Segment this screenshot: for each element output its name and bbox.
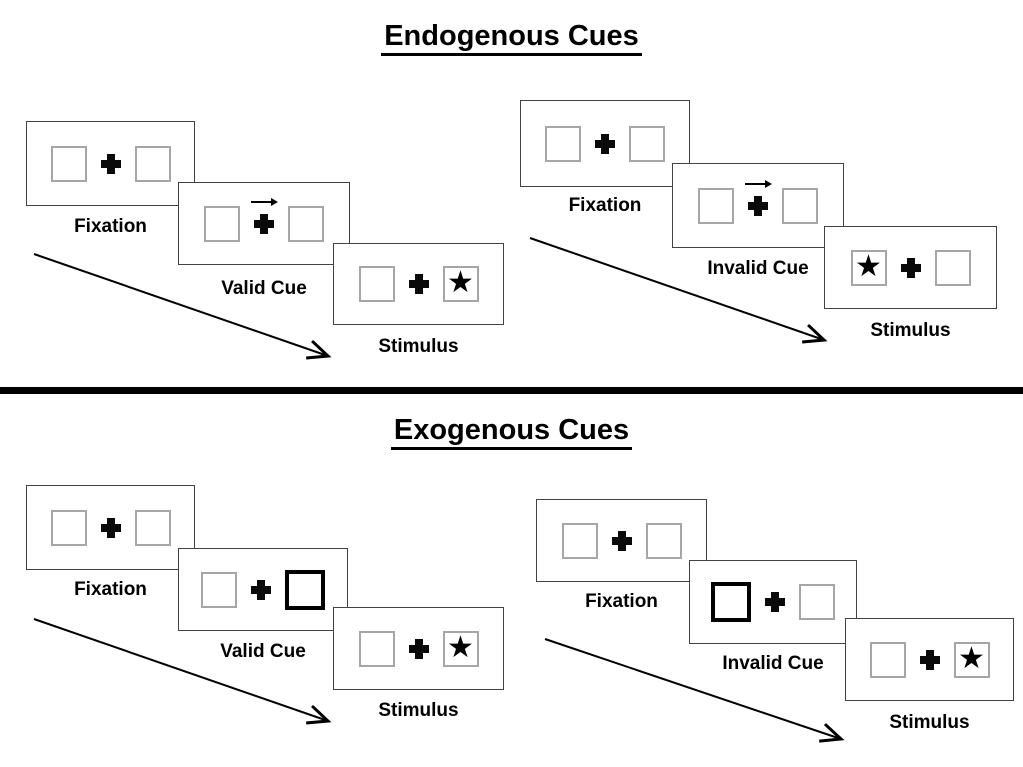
panel-label: Fixation — [585, 591, 658, 612]
placeholder-box-right — [629, 125, 665, 162]
fixation-cross-icon — [408, 274, 429, 294]
fixation-cross-icon — [595, 133, 615, 154]
panel-label: Fixation — [568, 195, 642, 216]
placeholder-box-left — [201, 571, 237, 608]
placeholder-box-left — [545, 125, 581, 162]
fixation-cross-icon — [919, 649, 940, 670]
fixation-panel — [536, 499, 707, 582]
section-divider — [0, 387, 1023, 394]
fixation-cross-icon — [251, 579, 271, 600]
fixation-cross-icon — [745, 179, 772, 216]
placeholder-box-right — [645, 522, 682, 559]
right-arrow-cue-icon — [251, 197, 278, 206]
sequence-arrow — [544, 638, 853, 751]
fixation-cross-icon — [408, 638, 429, 659]
placeholder-box-left — [50, 145, 87, 182]
panel-label: Stimulus — [870, 320, 951, 341]
placeholder-box-right — [134, 509, 171, 546]
invalid-cue-panel — [689, 560, 857, 644]
placeholder-box-left — [869, 641, 906, 678]
section-title-endogenous: Endogenous Cues — [0, 20, 1023, 56]
star-icon: ★ — [447, 629, 474, 665]
panel-label: Stimulus — [378, 700, 459, 721]
sequence-arrow — [529, 237, 836, 350]
fixation-cross-icon — [100, 517, 121, 538]
target-box-right: ★ — [442, 265, 479, 302]
stimulus-panel: ★ — [845, 618, 1014, 701]
invalid-cue-panel — [672, 163, 844, 248]
fixation-cross-icon — [611, 530, 632, 551]
star-icon: ★ — [958, 640, 985, 676]
stimulus-panel: ★ — [333, 607, 504, 690]
placeholder-box-right — [782, 187, 818, 224]
star-icon: ★ — [447, 265, 474, 300]
section-title-exogenous: Exogenous Cues — [0, 414, 1023, 450]
placeholder-box-left — [358, 630, 395, 667]
valid-cue-panel — [178, 548, 348, 631]
highlighted-cue-box-left — [711, 582, 751, 622]
panel-label: Valid Cue — [221, 278, 307, 299]
fixation-panel — [520, 100, 690, 187]
fixation-cross-icon — [251, 197, 278, 234]
placeholder-box-right — [288, 205, 324, 242]
star-icon: ★ — [855, 248, 882, 284]
target-box-left: ★ — [850, 248, 887, 286]
placeholder-box-left — [204, 205, 240, 242]
placeholder-box-left — [561, 522, 598, 559]
target-box-right: ★ — [442, 629, 479, 667]
target-box-right: ★ — [953, 640, 990, 678]
right-arrow-cue-icon — [745, 179, 772, 188]
fixation-panel — [26, 121, 195, 206]
stimulus-panel: ★ — [824, 226, 997, 309]
panel-label: Stimulus — [378, 336, 459, 357]
placeholder-box-left — [698, 187, 734, 224]
panel-label: Stimulus — [889, 712, 970, 733]
placeholder-box-left — [50, 509, 87, 546]
panel-label: Invalid Cue — [722, 653, 824, 674]
valid-cue-panel — [178, 182, 350, 265]
sequence-arrow — [33, 618, 340, 731]
fixation-cross-icon — [765, 592, 785, 612]
placeholder-box-left — [358, 266, 395, 302]
panel-label: Invalid Cue — [707, 258, 809, 279]
highlighted-cue-box-right — [285, 569, 325, 610]
stimulus-panel: ★ — [333, 243, 504, 325]
panel-label: Fixation — [74, 216, 147, 237]
fixation-cross-icon — [100, 153, 121, 174]
placeholder-box-right — [134, 145, 171, 182]
fixation-panel — [26, 485, 195, 570]
placeholder-box-right — [799, 584, 835, 620]
panel-label: Valid Cue — [220, 641, 306, 662]
panel-label: Fixation — [74, 579, 147, 600]
fixation-cross-icon — [900, 257, 921, 278]
placeholder-box-right — [934, 249, 971, 286]
sequence-arrow — [33, 253, 340, 366]
